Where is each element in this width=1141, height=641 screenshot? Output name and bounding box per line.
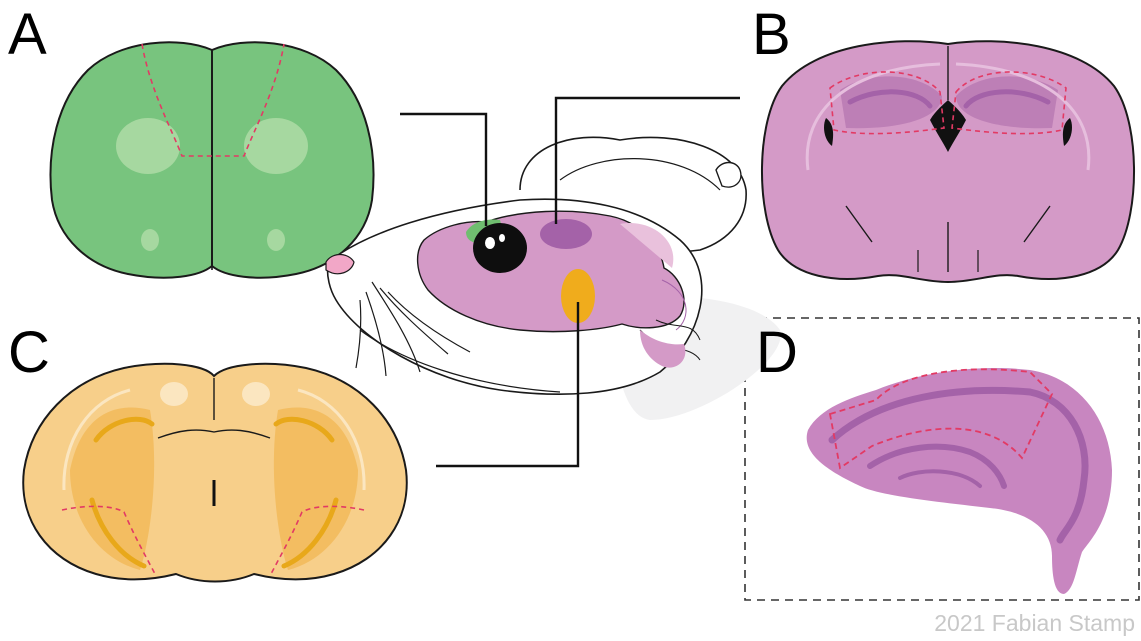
mouse-eye xyxy=(473,223,527,273)
panel-label-c: C xyxy=(8,324,50,382)
panel-label-d: D xyxy=(756,324,798,382)
panel-b-coronal-section xyxy=(762,41,1134,282)
hippocampus-highlight xyxy=(540,219,592,249)
hippocampus-shape xyxy=(807,368,1112,594)
panel-d-hippocampus xyxy=(745,318,1139,600)
credit-text: 2021 Fabian Stamp xyxy=(934,610,1135,637)
panel-a-olfactory-bulb xyxy=(51,42,374,277)
panel-label-a: A xyxy=(8,6,47,64)
mouse-illustration xyxy=(326,137,781,420)
panel-label-b: B xyxy=(752,6,791,64)
panel-c-coronal-section xyxy=(23,364,407,582)
